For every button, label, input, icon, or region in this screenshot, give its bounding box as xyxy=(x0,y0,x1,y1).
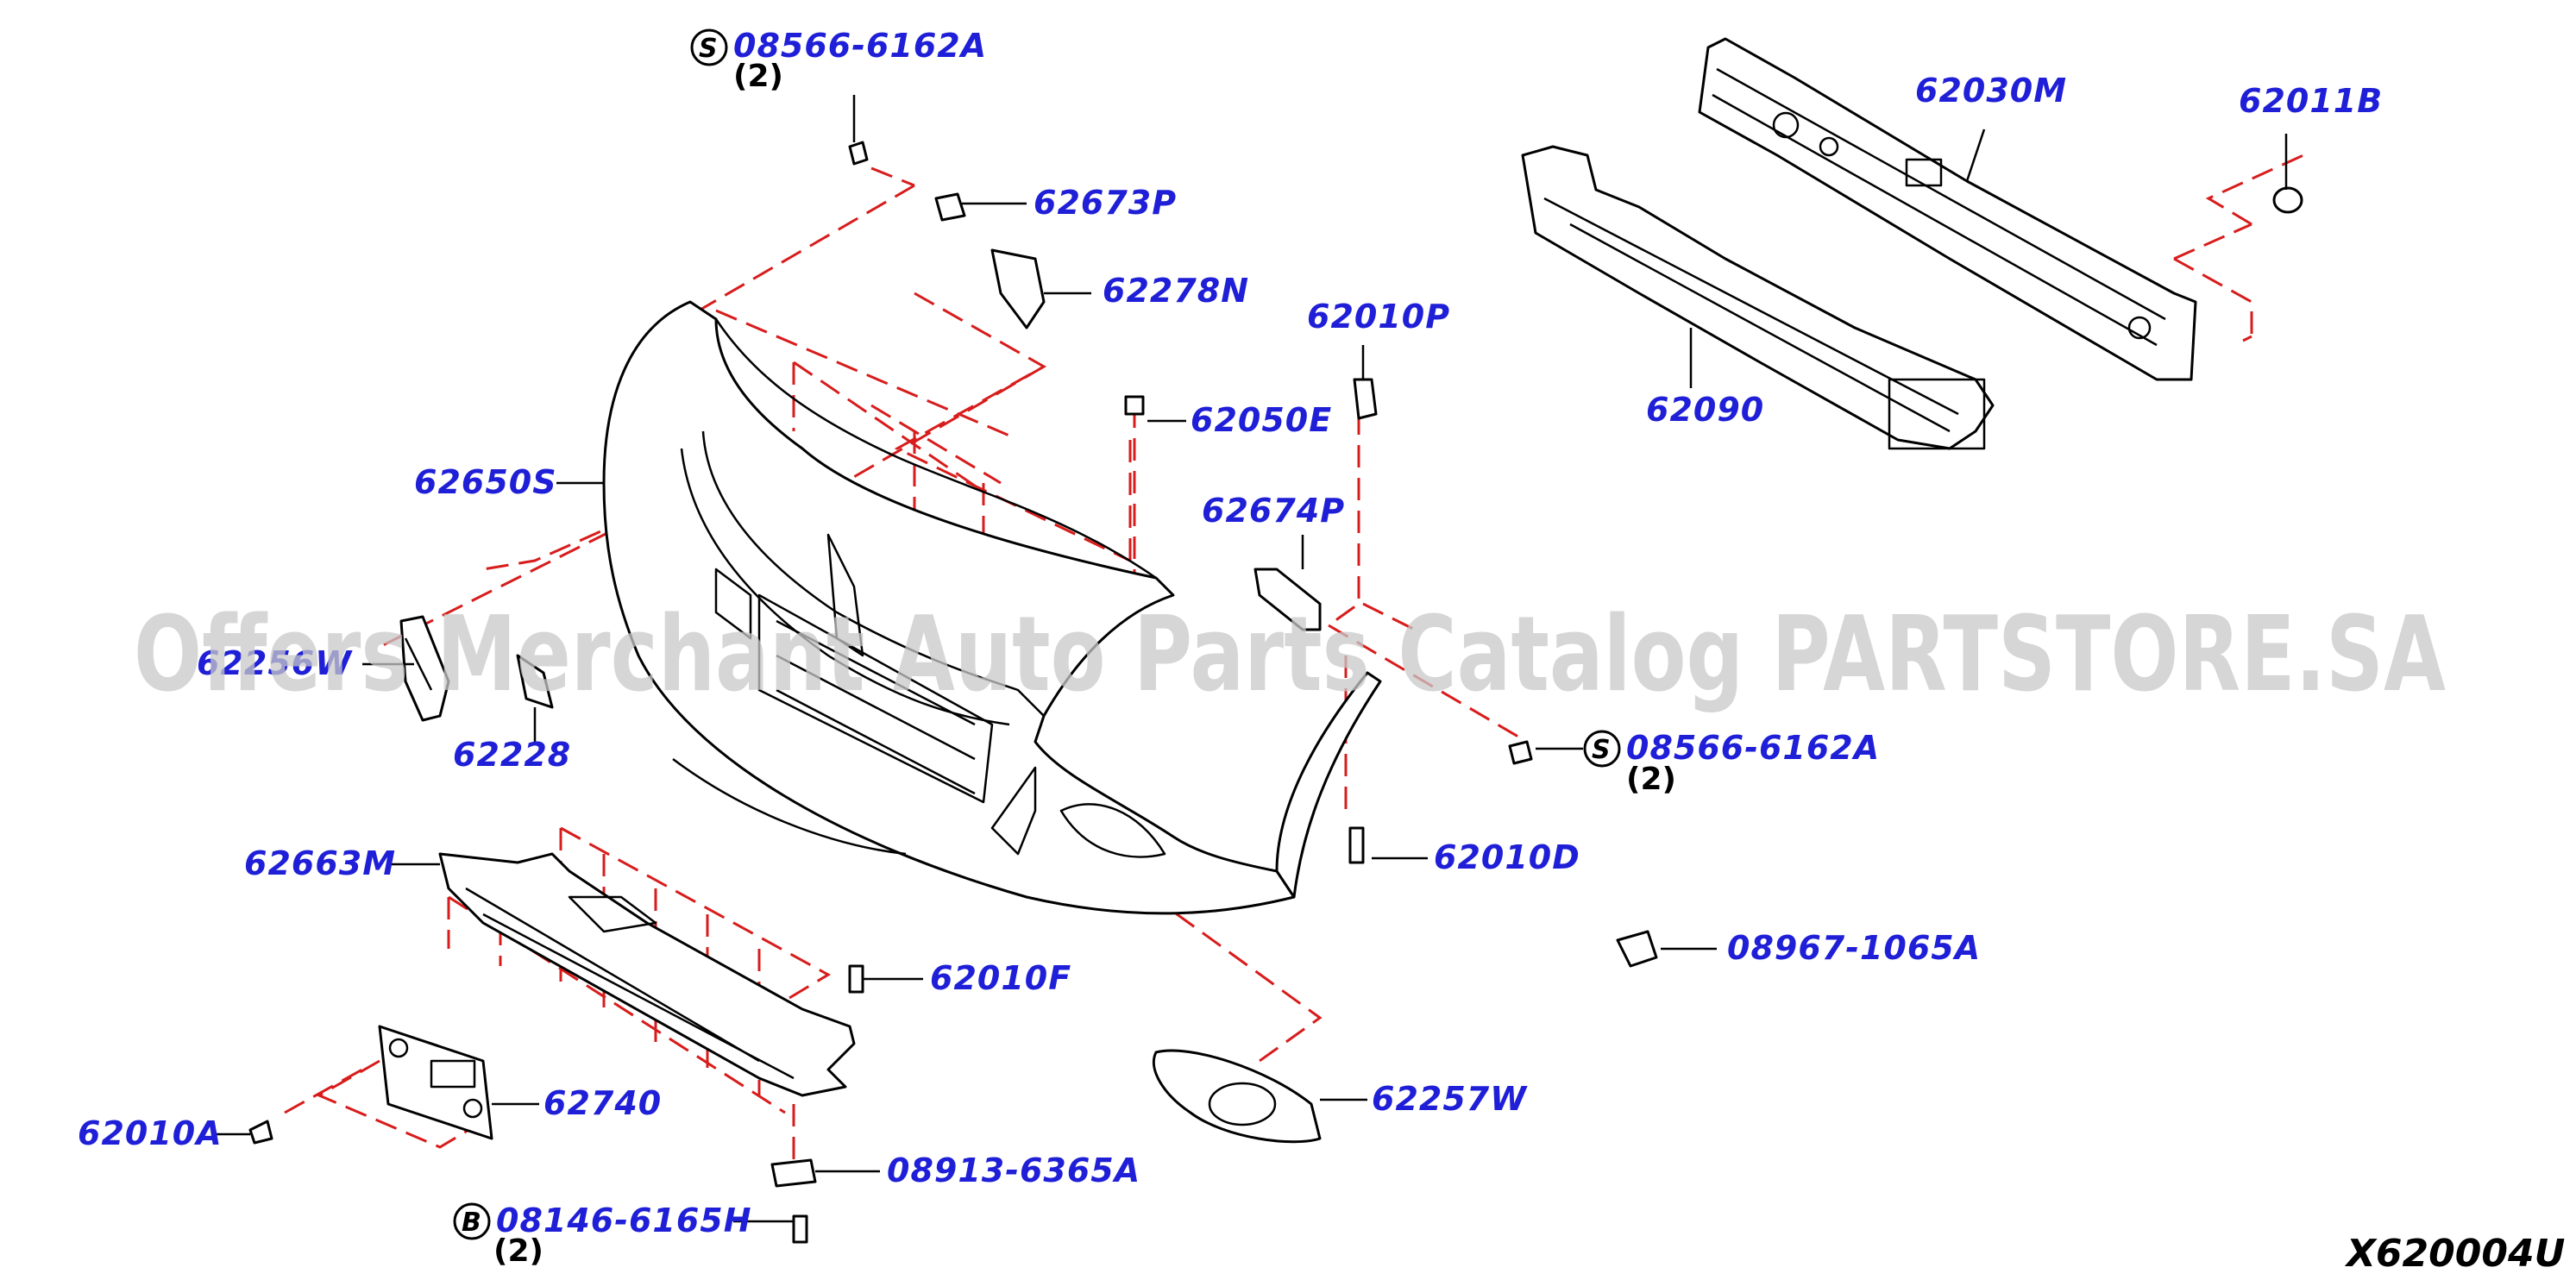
part-number: 08146-6165H xyxy=(496,1202,752,1239)
callout-62257W[interactable]: 62257W xyxy=(1372,1080,1528,1118)
callout-62278N[interactable]: 62278N xyxy=(1103,272,1249,310)
callout-62673P[interactable]: 62673P xyxy=(1034,184,1177,222)
callout-62650S[interactable]: 62650S xyxy=(414,463,557,501)
part-number: 08566-6162A xyxy=(733,27,987,65)
badge-s-icon xyxy=(690,28,728,66)
badge-text: B xyxy=(462,1208,481,1238)
quantity: (2) xyxy=(733,59,783,94)
callout-labels: S 08566-6162A (2) 62673P 62278N 62010P 6… xyxy=(78,27,2383,1269)
callout-62030M[interactable]: 62030M xyxy=(1915,72,2067,110)
callout-62228[interactable]: 62228 xyxy=(453,736,571,774)
callout-62050E[interactable]: 62050E xyxy=(1191,401,1332,439)
leader-lines xyxy=(211,95,2288,1223)
callout-62740[interactable]: 62740 xyxy=(543,1084,662,1122)
callout-62674P[interactable]: 62674P xyxy=(1202,492,1345,530)
callout-08566-right[interactable]: S 08566-6162A (2) xyxy=(1583,729,1880,797)
callout-08146[interactable]: B 08146-6165H (2) xyxy=(453,1202,752,1269)
callout-62011B[interactable]: 62011B xyxy=(2239,82,2383,120)
splash-shield xyxy=(438,852,856,1097)
license-bracket xyxy=(378,1025,493,1140)
watermark: Offers Merchant Auto Parts Catalog PARTS… xyxy=(134,595,2446,715)
callout-62010F[interactable]: 62010F xyxy=(930,959,1071,997)
callout-08913-6365A[interactable]: 08913-6365A xyxy=(887,1151,1140,1189)
quantity: (2) xyxy=(493,1233,543,1269)
front-bumper-fascia xyxy=(602,300,1382,915)
callout-62663M[interactable]: 62663M xyxy=(244,844,396,882)
callout-62256W[interactable]: 62256W xyxy=(197,644,353,682)
callout-62010P[interactable]: 62010P xyxy=(1307,298,1450,336)
callout-08967-1065A[interactable]: 08967-1065A xyxy=(1727,929,1981,967)
fog-finisher-left xyxy=(399,615,450,722)
badge-s-icon xyxy=(1583,730,1621,768)
badge-b-icon xyxy=(453,1202,491,1240)
energy-absorber xyxy=(1521,145,1995,450)
bumper-reinforcement xyxy=(1698,37,2197,381)
badge-text: S xyxy=(699,34,718,64)
fog-finisher-right xyxy=(1152,1049,1322,1144)
callout-08566-top[interactable]: S 08566-6162A (2) xyxy=(690,27,987,94)
quantity: (2) xyxy=(1626,762,1676,797)
small-parts xyxy=(248,141,2303,1244)
callout-62010A[interactable]: 62010A xyxy=(78,1114,223,1152)
part-number: 08566-6162A xyxy=(1626,729,1880,767)
callout-62010D[interactable]: 62010D xyxy=(1434,838,1580,876)
badge-text: S xyxy=(1592,735,1611,765)
callout-62090[interactable]: 62090 xyxy=(1646,391,1764,429)
diagram-code: X620004U xyxy=(2344,1232,2565,1276)
